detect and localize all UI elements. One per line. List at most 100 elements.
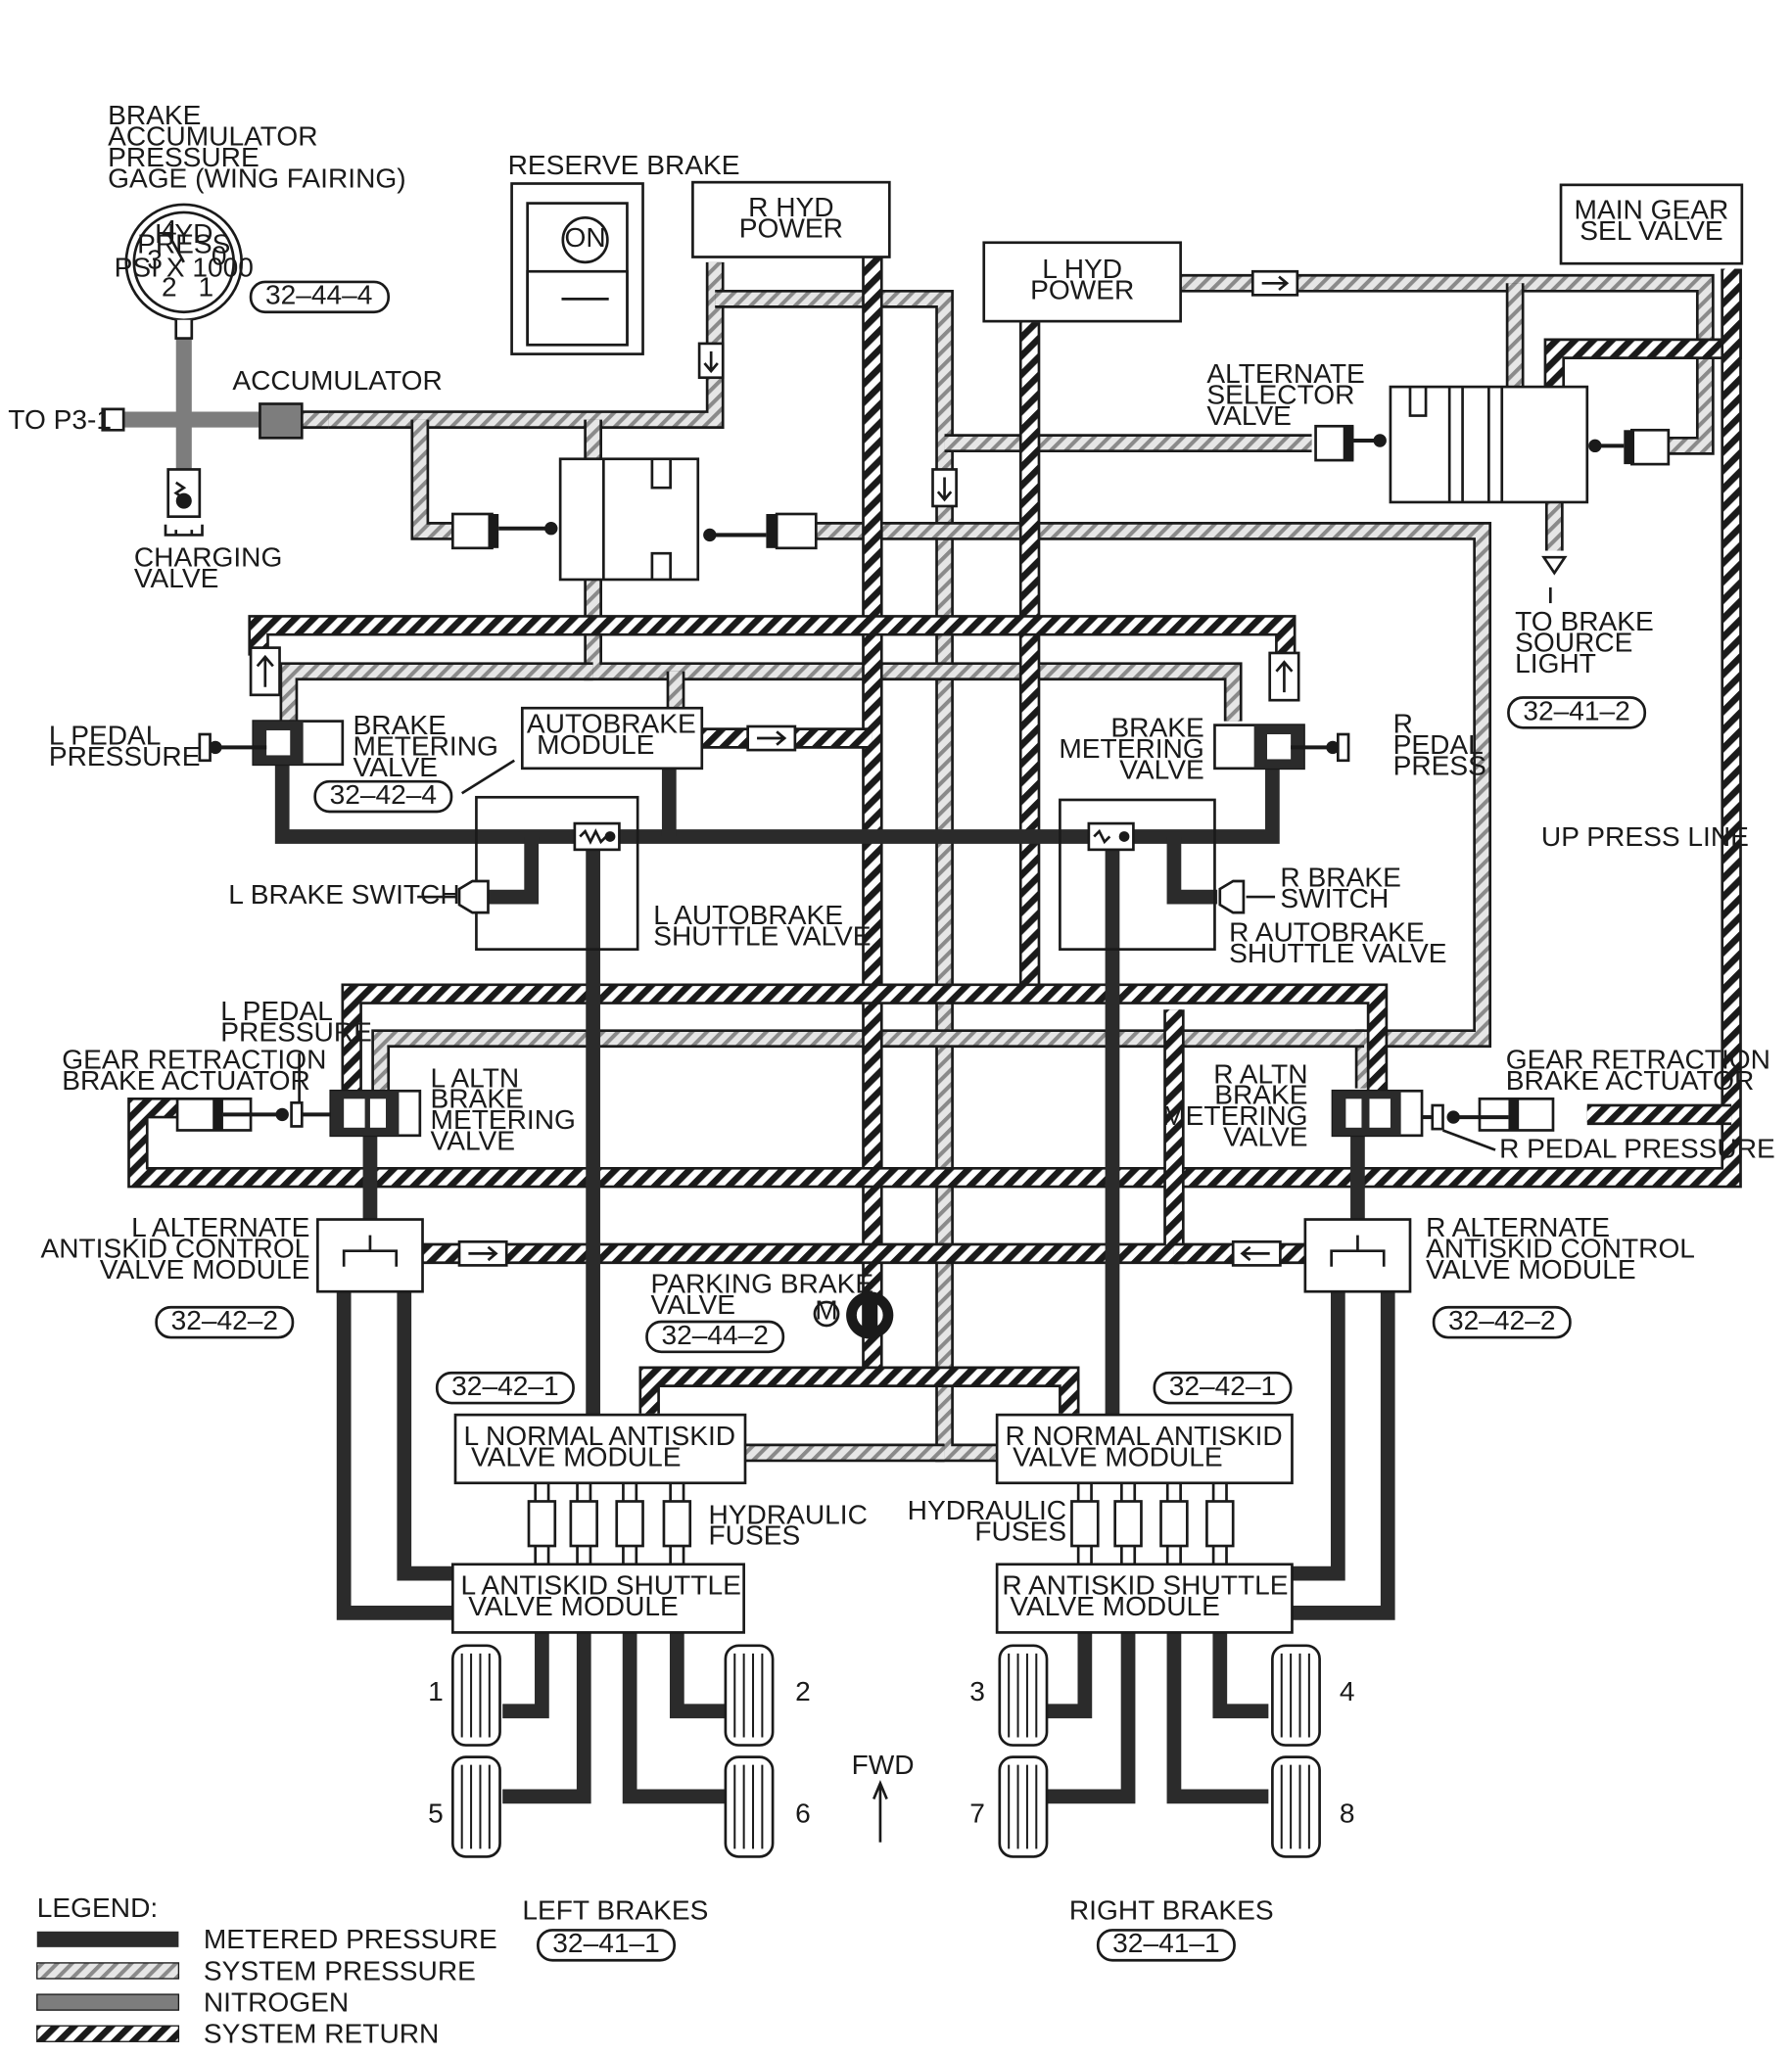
system-pressure-line <box>282 665 593 722</box>
metered-line <box>669 1632 726 1719</box>
ref-text: 32–42–1 <box>1169 1371 1276 1401</box>
brake-accumulator-gage-label: BRAKE ACCUMULATOR PRESSURE GAGE (WING FA… <box>108 100 406 193</box>
system-pressure-line <box>1180 276 1713 453</box>
r-gear-retraction-actuator <box>1422 1097 1555 1132</box>
l-gear-retraction-label: BRAKE ACTUATOR <box>62 1065 310 1096</box>
autobrake-module-label: MODULE <box>537 729 654 760</box>
label-leaders <box>298 587 1552 1151</box>
l-brake-switch-symbol <box>457 879 490 914</box>
metered-pressure-lines <box>274 764 1395 1804</box>
fwd-arrow-icon <box>872 1779 888 1843</box>
wheel-2-icon <box>724 1644 775 1747</box>
r-autobrake-shuttle-outline <box>1059 798 1216 951</box>
l-hyd-power-label: L HYD <box>1042 254 1122 284</box>
reserve-brake-switch[interactable]: ON <box>510 182 644 355</box>
l-altn-metering-label: VALVE <box>431 1126 515 1156</box>
hydraulic-fuse <box>1205 1500 1235 1548</box>
wheel-1-icon <box>450 1644 501 1747</box>
left-arrow-icon <box>1231 1239 1282 1267</box>
system-pressure-line <box>813 524 1489 1089</box>
hydraulic-fuses-label: HYDRAULIC <box>708 1499 867 1529</box>
r-normal-antiskid-label: R NORMAL ANTISKID <box>1006 1421 1283 1451</box>
system-return-lines <box>127 257 1742 1414</box>
left-brakes-label: LEFT BRAKES <box>522 1895 708 1926</box>
metered-line <box>397 1291 453 1581</box>
legend-swatch <box>36 1931 179 1947</box>
wheel-3-icon <box>998 1644 1049 1747</box>
l-antiskid-shuttle-label: VALVE MODULE <box>468 1591 679 1621</box>
autobrake-module-label: AUTOBRAKE <box>527 709 696 739</box>
hydraulic-fuses-label: FUSES <box>708 1520 800 1551</box>
system-pressure-line <box>328 261 722 427</box>
r-brake-metering-label: BRAKE <box>1110 713 1203 743</box>
l-alternate-antiskid-module <box>316 1218 424 1293</box>
ref-text: 32–41–1 <box>552 1928 659 1958</box>
ref-text: 32–42–2 <box>171 1305 278 1335</box>
parking-brake-valve: M <box>813 1291 894 1339</box>
metered-line <box>274 764 1280 844</box>
legend-label: SYSTEM PRESSURE <box>204 1955 476 1986</box>
l-autobrake-shuttle-outline <box>475 795 639 951</box>
hydraulic-fuse <box>1070 1500 1100 1548</box>
r-altn-metering-label: METERING <box>1162 1100 1307 1131</box>
autobrake-module-box <box>520 706 704 771</box>
legend-item-metered: METERED PRESSURE <box>36 1924 497 1954</box>
r-normal-antiskid-box <box>995 1413 1294 1485</box>
gage-face-line: PSI X 1000 <box>115 253 254 283</box>
wheel-number: 8 <box>1340 1799 1355 1829</box>
metered-line <box>1292 1291 1395 1620</box>
gage-face-line: PRESS <box>137 228 230 258</box>
wheel-number: 5 <box>428 1799 444 1829</box>
wheel-number: 2 <box>795 1676 811 1706</box>
alternate-selector-label: VALVE <box>1206 400 1291 431</box>
accumulator-pressure-gage: HYD PRESS PSI X 1000 4 3 2 1 0 <box>115 203 254 340</box>
r-brake-metering-label: METERING <box>1059 733 1203 764</box>
main-gear-sel-valve-box <box>1559 183 1744 265</box>
ref-text: 32–42–2 <box>1448 1305 1555 1335</box>
parking-brake-label: VALVE <box>651 1289 735 1320</box>
wheel-number: 4 <box>1340 1676 1355 1706</box>
l-autobrake-shuttle-label: L AUTOBRAKE <box>653 900 843 930</box>
legend-label: SYSTEM RETURN <box>204 2019 440 2049</box>
legend: LEGEND: METERED PRESSURE SYSTEM PRESSURE… <box>36 1892 497 2049</box>
system-pressure-line <box>413 419 453 538</box>
labels: BRAKE ACCUMULATOR PRESSURE GAGE (WING FA… <box>8 100 1775 1962</box>
metered-line <box>1292 1291 1345 1581</box>
r-autobrake-shuttle-label: R AUTOBRAKE <box>1229 917 1424 948</box>
ref-callout: 32–42–1 <box>1153 1371 1293 1405</box>
r-altn-metering-label: R ALTN <box>1213 1058 1307 1089</box>
label-line: PRESSURE <box>108 142 259 172</box>
r-hyd-power-label: POWER <box>739 212 843 243</box>
ref-callout: 32–42–1 <box>435 1371 575 1405</box>
legend-swatch <box>36 2025 180 2042</box>
r-autobrake-shuttle-label: SHUTTLE VALVE <box>1229 938 1446 968</box>
motor-symbol-text: M <box>815 1294 837 1325</box>
fwd-label: FWD <box>852 1750 915 1780</box>
metered-line <box>1045 1632 1136 1804</box>
r-gear-retraction-label: BRAKE ACTUATOR <box>1506 1065 1755 1096</box>
nitrogen-lines <box>123 327 263 473</box>
gage-number: 3 <box>147 245 163 275</box>
wheel-number: 3 <box>969 1676 985 1706</box>
ref-text: 32–41–1 <box>1112 1928 1219 1958</box>
right-arrow-icon <box>1250 269 1299 297</box>
l-altn-metering-label: L ALTN <box>431 1062 520 1093</box>
right-arrow-icon <box>457 1239 508 1267</box>
l-brake-metering-label: BRAKE <box>354 710 447 740</box>
hydraulic-fuse <box>1159 1500 1189 1548</box>
r-alternate-antiskid-module <box>1303 1218 1412 1293</box>
r-hyd-power-box <box>691 180 891 258</box>
gage-number: 4 <box>162 214 177 245</box>
down-arrow-icon <box>697 342 725 380</box>
up-arrow-icon <box>1268 651 1300 702</box>
r-pedal-press-label: PEDAL <box>1393 729 1484 760</box>
hydraulic-fuse <box>527 1500 557 1548</box>
components: HYD PRESS PSI X 1000 4 3 2 1 0 ON <box>101 180 1744 1858</box>
ref-callout: 32–41–1 <box>1096 1928 1236 1962</box>
r-brake-switch-symbol <box>1218 879 1246 914</box>
legend-label: NITROGEN <box>204 1986 349 2017</box>
system-return-line <box>344 986 1386 1092</box>
ref-text: 32–44–2 <box>661 1320 768 1350</box>
legend-item-system-pressure: SYSTEM PRESSURE <box>36 1955 476 1986</box>
ref-callout: 32–44–4 <box>249 280 391 314</box>
